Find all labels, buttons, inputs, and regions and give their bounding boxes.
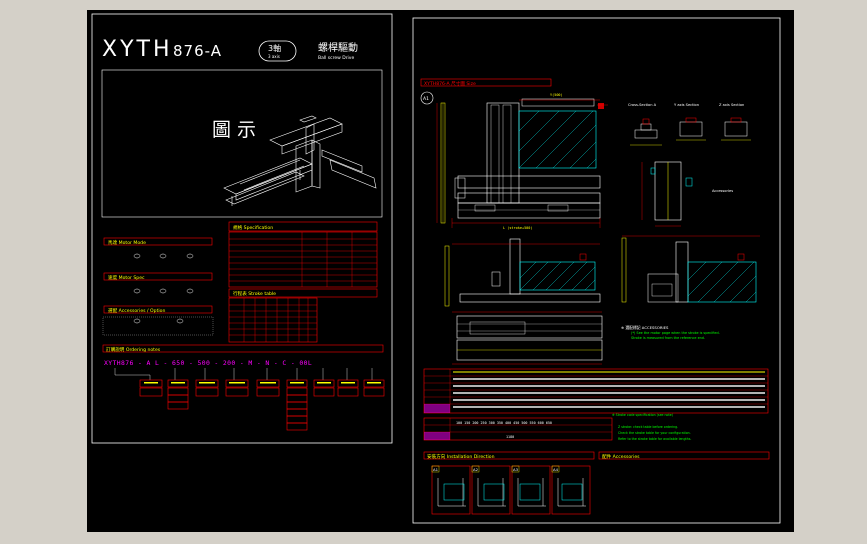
install-label-a4: A4: [553, 467, 559, 472]
svg-text:Stroke is measured from the re: Stroke is measured from the reference en…: [631, 336, 705, 340]
view-marker-label: A1: [423, 96, 429, 102]
right-sheet[interactable]: XYTH876-A 尺寸圖 Size A1: [412, 17, 781, 524]
z-view-drawing: [621, 235, 760, 303]
dimension-heading: XYTH876-A 尺寸圖 Size: [424, 80, 476, 87]
right-sheet-frame: [412, 17, 781, 524]
speed-heading: 速度 Motor Spec: [108, 274, 145, 281]
svg-text:100 150 200 250 300 350 400 45: 100 150 200 250 300 350 400 450 500 550 …: [456, 421, 552, 425]
section-c-label: Z axis Section: [719, 103, 744, 107]
figure-label: 圖 示: [212, 119, 256, 141]
front-view-drawing: L (stroke+500) Y(500): [436, 93, 608, 230]
install-heading: 安裝方向 Installation Direction: [427, 453, 495, 460]
gantry-isometric-drawing: [223, 115, 377, 206]
motor-heading: 馬達 Motor Mode: [108, 239, 146, 246]
svg-text:Check the stroke table for you: Check the stroke table for your configur…: [618, 431, 691, 435]
svg-text:※ 選配標記 ACCESSORIES: ※ 選配標記 ACCESSORIES: [621, 325, 669, 330]
install-label-a3: A3: [513, 467, 519, 472]
svg-text:Z stroke: check table before o: Z stroke: check table before ordering.: [618, 425, 678, 429]
svg-text:(*) See the motor page when th: (*) See the motor page when the stroke i…: [631, 331, 720, 335]
title-cn: 螺桿驅動: [318, 41, 358, 54]
section-views: Cross-Section A Y axis Section Z axis Se…: [628, 103, 751, 227]
axis-badge-sub: 3 axis: [268, 54, 280, 59]
ordering-heading: 訂購說明 Ordering notes: [106, 346, 161, 353]
title-en: Ball screw Drive: [318, 55, 354, 61]
install-label-a1: A1: [433, 467, 439, 472]
spec-heading: 規格 Specification: [233, 224, 273, 231]
svg-text:※ Stroke code specification (s: ※ Stroke code specification (see note): [612, 413, 673, 417]
plan-view-drawing: ※ 選配標記 ACCESSORIES (*) See the motor pag…: [452, 311, 720, 365]
motor-speed-block: 速度 Motor Spec: [103, 272, 213, 294]
section-b-label: Y axis Section: [674, 103, 699, 107]
view-marker: [420, 91, 434, 105]
install-label-a2: A2: [473, 467, 479, 472]
left-sheet-frame: [91, 13, 393, 444]
figure-frame: [101, 69, 383, 218]
title-model: 876-A: [173, 42, 222, 60]
svg-text:Refer to the stroke table for: Refer to the stroke table for available …: [618, 437, 691, 441]
svg-text:1180: 1180: [506, 435, 514, 439]
svg-text:L (stroke+500): L (stroke+500): [503, 226, 533, 230]
left-sheet[interactable]: XYTH 876-A 3軸 3 axis 螺桿驅動 Ball screw Dri…: [91, 13, 393, 444]
ordering-block: 訂購說明 Ordering notes XYTH876 - A L - 650 …: [102, 344, 385, 431]
install-block: 安裝方向 Installation Direction 配件 Accessori…: [423, 451, 770, 515]
axis-badge-top: 3軸: [268, 43, 281, 53]
spec-table: 規格 Specification: [228, 221, 378, 288]
stroke-table: 行程表 Stroke table: [228, 288, 378, 343]
accessory-label: Accessories: [712, 189, 733, 193]
section-a-label: Cross-Section A: [628, 103, 657, 107]
axis-badge: [258, 40, 297, 62]
svg-text:Y(500): Y(500): [550, 93, 563, 97]
stroke-data-table: 100 150 200 250 300 350 400 450 500 550 …: [423, 368, 769, 441]
order-code: XYTH876 - A L - 650 - 500 - 200 - M - N …: [104, 359, 312, 367]
side-view-drawing: [444, 238, 601, 307]
title-main: XYTH: [102, 37, 173, 62]
motor-mode-block: 馬達 Motor Mode: [103, 237, 213, 259]
option-heading: 選配 Accessories / Option: [108, 307, 165, 314]
stroke-heading: 行程表 Stroke table: [233, 290, 276, 297]
accessory-heading: 配件 Accessories: [602, 453, 640, 460]
option-block: 選配 Accessories / Option: [102, 305, 214, 336]
